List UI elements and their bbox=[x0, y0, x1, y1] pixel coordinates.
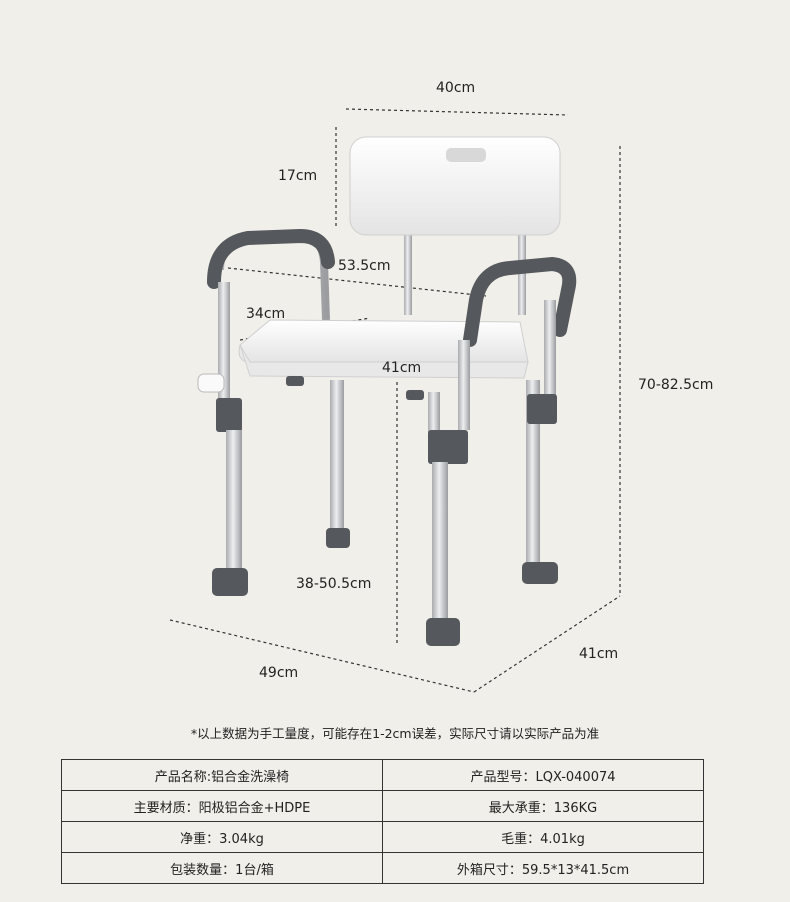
dim-base-width: 49cm bbox=[259, 665, 299, 681]
dim-seat-width: 41cm bbox=[382, 360, 422, 376]
spec-table: 产品名称:铝合金洗澡椅 产品型号：LQX-040074 主要材质：阳极铝合金+H… bbox=[61, 759, 704, 884]
front-legs bbox=[426, 462, 460, 646]
dim-seat-depth: 34cm bbox=[246, 306, 286, 322]
right-armrest bbox=[428, 256, 577, 464]
measurement-note: *以上数据为手工量度，可能存在1-2cm误差，实际尺寸请以实际产品为准 bbox=[190, 726, 600, 741]
left-armrest bbox=[197, 228, 335, 596]
spec-cell: 外箱尺寸：59.5*13*41.5cm bbox=[382, 852, 704, 884]
spec-cell: 最大承重：136KG bbox=[382, 790, 704, 822]
dim-armrest-span: 53.5cm bbox=[338, 258, 391, 274]
spec-cell: 毛重：4.01kg bbox=[382, 821, 704, 853]
table-row: 包装数量：1台/箱 外箱尺寸：59.5*13*41.5cm bbox=[61, 852, 704, 884]
dim-seat-height: 38-50.5cm bbox=[296, 576, 372, 592]
rear-legs bbox=[326, 380, 558, 584]
table-row: 产品名称:铝合金洗澡椅 产品型号：LQX-040074 bbox=[61, 759, 704, 791]
backrest bbox=[349, 136, 561, 315]
dim-width-top: 40cm bbox=[436, 80, 476, 96]
spec-cell: 净重：3.04kg bbox=[61, 821, 383, 853]
table-row: 净重：3.04kg 毛重：4.01kg bbox=[61, 821, 704, 853]
spec-cell: 包装数量：1台/箱 bbox=[61, 852, 383, 884]
spec-cell: 产品型号：LQX-040074 bbox=[382, 759, 704, 791]
dim-total-height: 70-82.5cm bbox=[638, 377, 714, 393]
table-row: 主要材质：阳极铝合金+HDPE 最大承重：136KG bbox=[61, 790, 704, 822]
dim-base-depth: 41cm bbox=[579, 646, 619, 662]
dim-backrest-height: 17cm bbox=[278, 168, 318, 184]
shower-chair-diagram bbox=[169, 108, 621, 693]
spec-cell: 产品名称:铝合金洗澡椅 bbox=[61, 759, 383, 791]
spec-cell: 主要材质：阳极铝合金+HDPE bbox=[61, 790, 383, 822]
seat bbox=[238, 319, 529, 400]
